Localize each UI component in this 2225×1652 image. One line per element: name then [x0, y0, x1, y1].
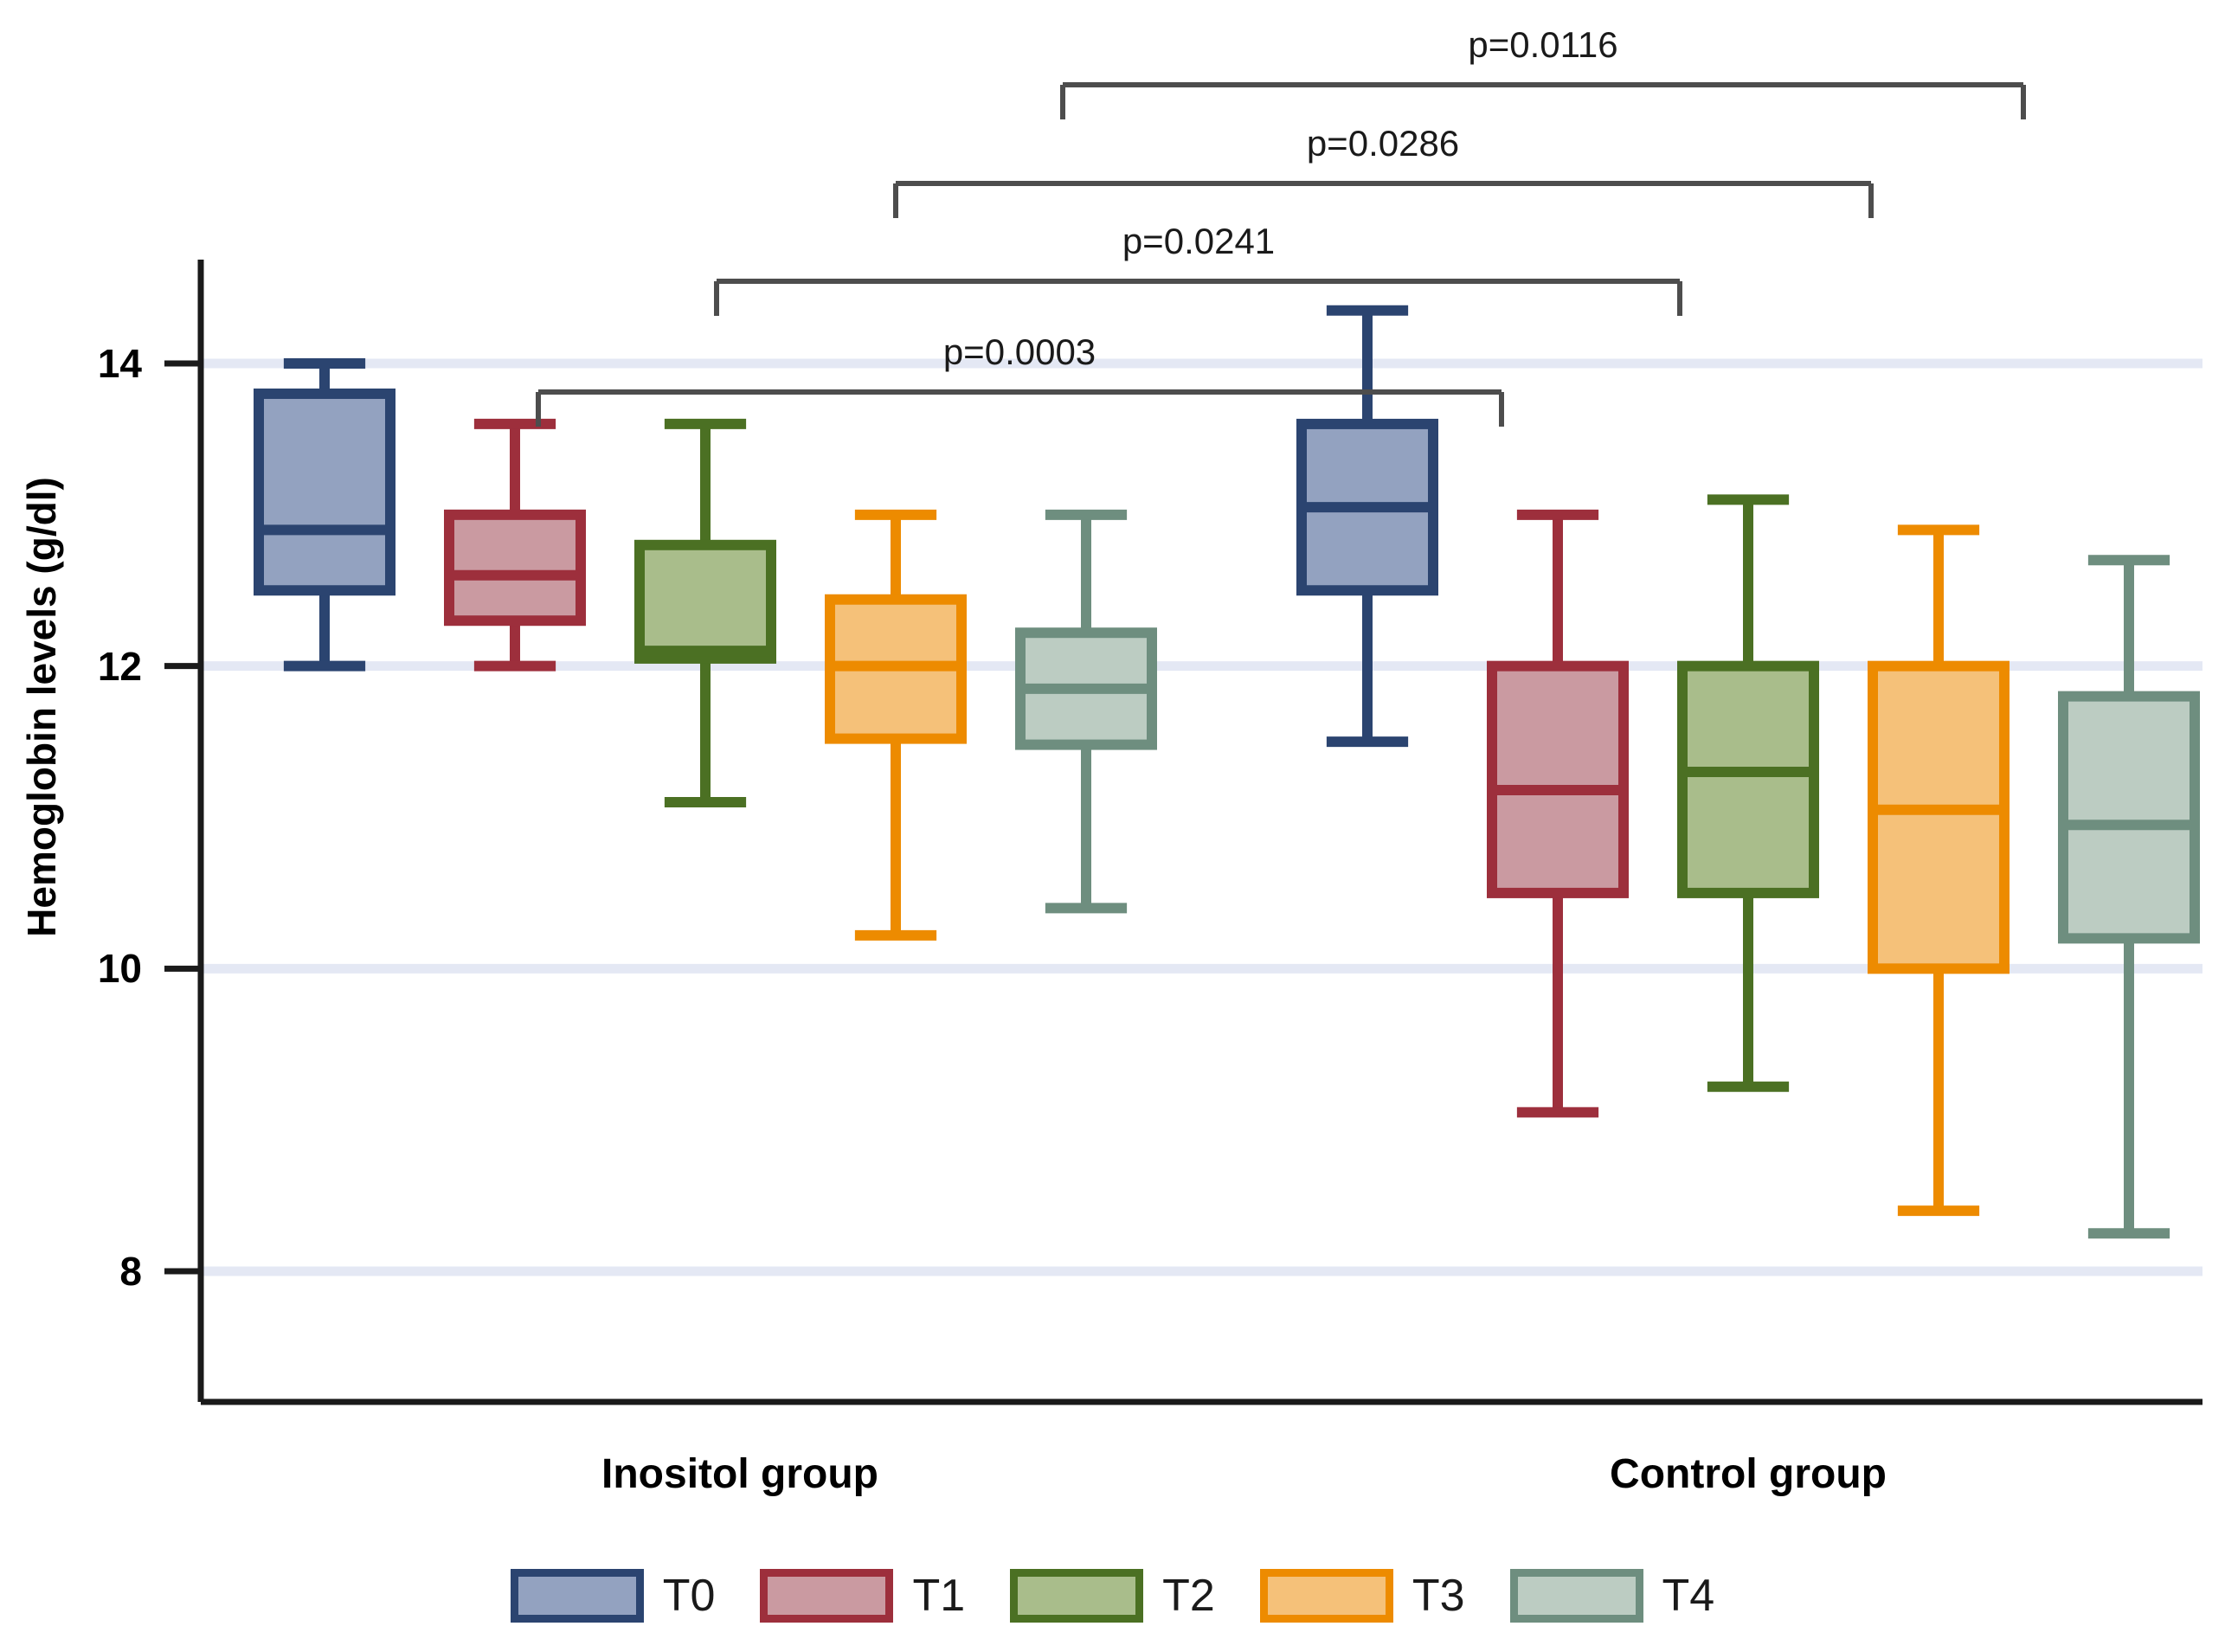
y-axis-tick-label: 14 [97, 341, 142, 386]
legend-label: T1 [912, 1571, 966, 1621]
box-plot-t4 [1015, 509, 1157, 914]
legend-swatch-t3 [1259, 1569, 1393, 1623]
pvalue-bracket [893, 181, 1874, 218]
pvalue-label: p=0.0286 [1306, 123, 1460, 164]
box-plot-t0 [1296, 305, 1438, 748]
box-iqr [634, 539, 776, 664]
box-plot-t3 [1868, 524, 2010, 1217]
box-iqr [2058, 691, 2200, 944]
legend: T0 T1 T2 T3 T4 [0, 1569, 2225, 1623]
box-iqr [1868, 660, 2010, 974]
box-plot-t2 [1677, 494, 1819, 1092]
box-plot-t2 [634, 418, 776, 808]
legend-swatch-t2 [1010, 1569, 1144, 1623]
legend-item[interactable]: T4 [1509, 1569, 1715, 1623]
legend-label: T4 [1662, 1571, 1715, 1621]
pvalue-label: p=0.0241 [1122, 221, 1276, 261]
legend-item[interactable]: T0 [510, 1569, 716, 1623]
box-iqr [1487, 660, 1629, 898]
box-plot-t4 [2058, 555, 2200, 1239]
box-iqr [444, 509, 586, 627]
box-plot-t3 [825, 509, 967, 941]
legend-label: T3 [1412, 1571, 1465, 1621]
box-plot-t1 [1487, 509, 1629, 1118]
legend-swatch-t4 [1509, 1569, 1643, 1623]
legend-item[interactable]: T1 [760, 1569, 965, 1623]
legend-swatch-t1 [760, 1569, 894, 1623]
pvalue-label: p=0.0116 [1468, 24, 1618, 65]
pvalue-bracket [536, 389, 1504, 427]
y-axis-tick-label: 8 [119, 1249, 142, 1294]
legend-label: T2 [1162, 1571, 1215, 1621]
group-label-control: Control group [1610, 1451, 1887, 1497]
legend-item[interactable]: T3 [1259, 1569, 1465, 1623]
legend-swatch-t0 [510, 1569, 644, 1623]
y-axis-tick-label: 12 [97, 643, 142, 689]
box-iqr [1677, 660, 1819, 898]
box-iqr [254, 388, 395, 596]
box-plot-t0 [254, 358, 395, 672]
box-plot-t1 [444, 418, 586, 672]
group-label-inositol: Inositol group [601, 1451, 878, 1497]
legend-label: T0 [662, 1571, 716, 1621]
pvalue-bracket [714, 279, 1682, 316]
legend-item[interactable]: T2 [1010, 1569, 1215, 1623]
y-axis-tick-label: 10 [97, 946, 142, 992]
pvalue-bracket [1060, 82, 2026, 119]
pvalue-label: p=0.0003 [942, 331, 1096, 372]
